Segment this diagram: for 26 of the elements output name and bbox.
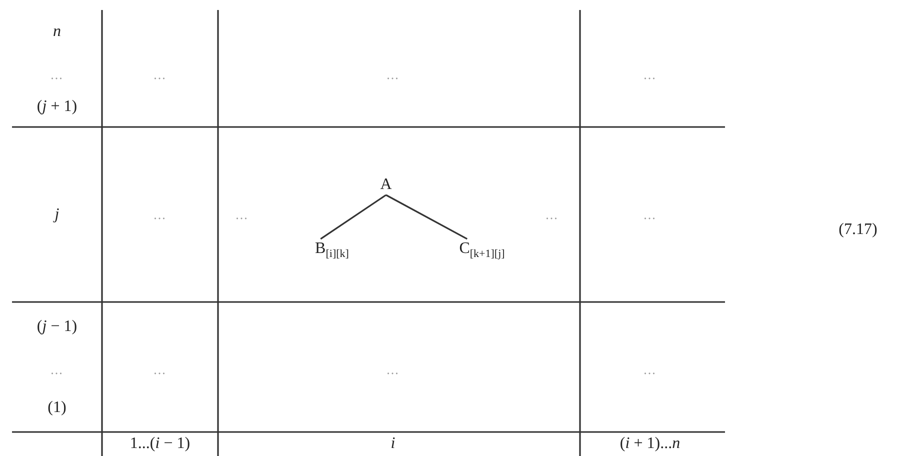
ellipsis: ... bbox=[154, 362, 166, 378]
axis-label: (i + 1)...n bbox=[620, 435, 680, 453]
tree-edge bbox=[320, 194, 386, 240]
ellipsis: ... bbox=[236, 207, 248, 223]
ellipsis: ... bbox=[386, 67, 400, 83]
axis-label: (j + 1) bbox=[36, 98, 78, 116]
ellipsis: ... bbox=[50, 67, 64, 83]
ellipsis: ... bbox=[546, 207, 558, 223]
axis-label: j bbox=[54, 206, 60, 224]
axis-label: 1...(i − 1) bbox=[130, 435, 190, 453]
ellipsis: ... bbox=[386, 362, 400, 378]
axis-label: (1) bbox=[48, 399, 66, 417]
tree-node-label: A bbox=[378, 175, 394, 195]
axis-label: n bbox=[53, 23, 61, 41]
axis-label: i bbox=[390, 435, 396, 453]
ellipsis: ... bbox=[50, 362, 64, 378]
ellipsis: ... bbox=[644, 67, 656, 83]
ellipsis: ... bbox=[154, 207, 166, 223]
axis-label: (7.17) bbox=[838, 221, 878, 239]
ellipsis: ... bbox=[644, 362, 656, 378]
ellipsis: ... bbox=[154, 67, 166, 83]
ellipsis: ... bbox=[644, 207, 656, 223]
tree-node-label: C$_{[k+1][j]}$ bbox=[457, 238, 507, 262]
tree-edge bbox=[386, 194, 468, 240]
axis-label: (j − 1) bbox=[36, 318, 78, 336]
tree-node-label: B$_{[i][k]}$ bbox=[313, 238, 351, 262]
